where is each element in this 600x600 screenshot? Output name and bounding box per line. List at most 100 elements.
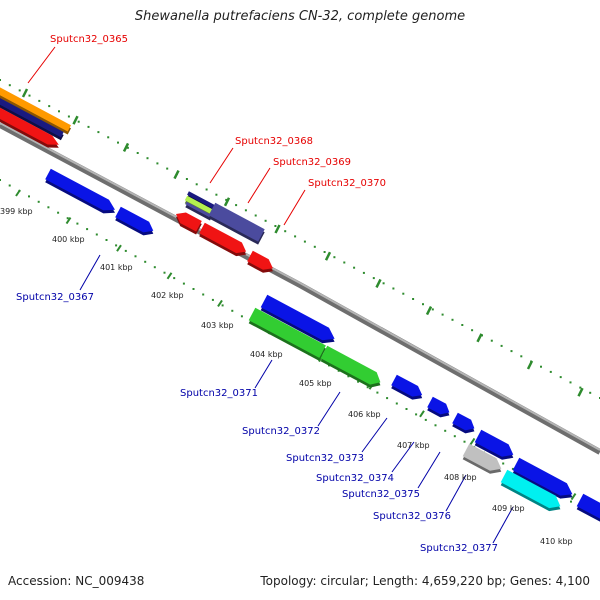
kbp-tick-mark	[274, 224, 281, 234]
kbp-tick-mark	[469, 437, 476, 445]
tick-dot	[422, 303, 424, 306]
gene-label[interactable]: Sputcn32_0377	[420, 543, 498, 554]
tick-dot	[589, 391, 592, 394]
tick-dot	[76, 222, 79, 225]
kbp-tick-mark	[65, 217, 72, 225]
tick-dot	[386, 397, 389, 400]
tick-dot	[412, 298, 415, 300]
tick-dot	[313, 245, 316, 248]
kbp-tick-mark	[577, 387, 584, 397]
tick-dot	[392, 287, 395, 290]
gene-red[interactable]	[176, 212, 202, 232]
tick-dot	[37, 200, 40, 203]
leader-line	[254, 359, 273, 389]
gene-lime[interactable]	[184, 195, 214, 215]
kbp-tick-mark	[173, 170, 180, 180]
tick-dot	[405, 408, 408, 410]
gene-labels-top: Sputcn32_0365 Sputcn32_0368 Sputcn32_036…	[50, 34, 386, 189]
tick-dot	[333, 256, 336, 259]
gene-purple[interactable]	[208, 202, 265, 242]
tick-dot	[166, 167, 169, 170]
leader-line	[317, 391, 341, 427]
gene-blue[interactable]	[512, 457, 573, 496]
gene-label[interactable]: Sputcn32_0365	[50, 34, 128, 45]
gene-orange[interactable]	[0, 83, 71, 132]
tick-dot	[294, 235, 297, 238]
tick-dot	[48, 105, 51, 108]
gene-blue[interactable]	[474, 429, 514, 457]
kbp-tick-label: 404 kbp	[250, 350, 283, 359]
gene-label[interactable]: Sputcn32_0372	[242, 426, 320, 437]
kbp-tick-mark	[476, 333, 483, 343]
gene-blue[interactable]	[45, 168, 116, 211]
gene-label[interactable]: Sputcn32_0371	[180, 388, 258, 399]
kbp-tick-mark	[116, 244, 122, 252]
gene-labels-bottom: Sputcn32_0367 Sputcn32_0371 Sputcn32_037…	[16, 292, 498, 554]
gene-purple[interactable]	[185, 201, 212, 218]
tick-dot	[136, 152, 139, 154]
gene-navy[interactable]	[187, 191, 216, 209]
tick-dot	[441, 313, 444, 316]
gene-red[interactable]	[247, 250, 273, 270]
kbp-tick-mark	[217, 299, 223, 307]
gene-label[interactable]: Sputcn32_0375	[342, 489, 420, 500]
tick-dot	[353, 266, 356, 269]
tick-dot	[8, 84, 11, 87]
tick-dot	[77, 120, 80, 123]
gene-features	[0, 83, 600, 525]
tick-dot	[444, 429, 447, 432]
gene-green[interactable]	[248, 307, 326, 358]
gene-gray[interactable]	[462, 443, 502, 471]
tick-dot	[559, 376, 562, 379]
kbp-tick-mark	[166, 272, 173, 280]
gene-blue[interactable]	[576, 493, 600, 525]
tick-dot	[215, 193, 218, 196]
kbp-tick-mark	[72, 115, 79, 125]
tick-dot	[424, 418, 427, 421]
tick-dot	[202, 293, 205, 296]
tick-dot	[284, 230, 287, 233]
tick-dot	[254, 214, 257, 217]
gene-label[interactable]: Sputcn32_0374	[316, 473, 394, 484]
tick-dot	[146, 157, 149, 160]
gene-blue[interactable]	[260, 294, 335, 341]
leader-line	[247, 167, 271, 204]
kbp-tick-mark	[526, 360, 534, 370]
tick-dot	[431, 308, 434, 311]
leader-line	[27, 46, 56, 84]
tick-dot	[8, 184, 11, 187]
tick-dot	[211, 298, 214, 301]
gene-red[interactable]	[0, 104, 59, 145]
gene-navy[interactable]	[0, 93, 64, 138]
gene-red[interactable]	[199, 222, 247, 254]
kbp-tick-mark	[570, 493, 577, 501]
tick-dot	[231, 309, 234, 312]
tick-dot	[185, 178, 188, 180]
gene-label[interactable]: Sputcn32_0370	[308, 178, 386, 189]
tick-dot	[163, 271, 166, 274]
kbp-tick-mark	[122, 142, 130, 152]
gene-label[interactable]: Sputcn32_0367	[16, 292, 94, 303]
gene-label[interactable]: Sputcn32_0376	[373, 511, 451, 522]
kbp-tick-mark	[375, 278, 382, 288]
leader-line	[283, 189, 306, 226]
tick-dot	[95, 233, 98, 236]
gene-green[interactable]	[320, 345, 381, 385]
tick-dot	[0, 79, 1, 81]
gene-label[interactable]: Sputcn32_0368	[235, 136, 313, 147]
gene-label[interactable]: Sputcn32_0373	[286, 453, 364, 464]
tick-dot	[570, 500, 572, 503]
kbp-tick-label: 408 kbp	[444, 473, 477, 482]
leader-line	[209, 147, 234, 184]
gene-cyan[interactable]	[500, 469, 561, 509]
gene-blue[interactable]	[391, 374, 423, 397]
tick-dot	[343, 261, 346, 264]
gene-label[interactable]: Sputcn32_0369	[273, 157, 351, 168]
tick-dot	[502, 462, 505, 465]
gene-blue[interactable]	[427, 396, 450, 415]
tick-dot	[144, 260, 147, 263]
gene-blue[interactable]	[115, 206, 154, 233]
gene-blue[interactable]	[452, 412, 475, 431]
